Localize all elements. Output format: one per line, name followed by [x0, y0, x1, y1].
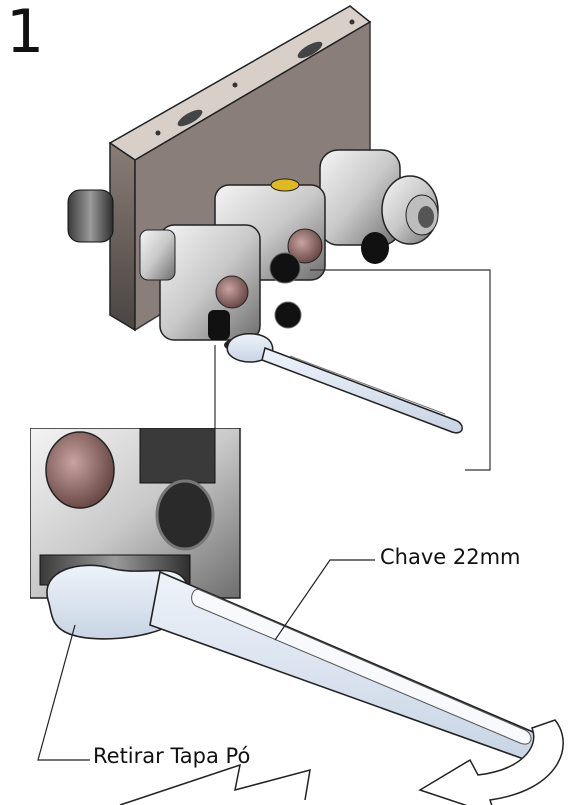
dust-cap: [45, 431, 115, 509]
rear-fitting: [67, 189, 114, 243]
right-fitting: [319, 149, 439, 264]
port: [139, 428, 216, 484]
bracket-slot: [177, 109, 203, 127]
port: [155, 479, 215, 551]
dust-cap: [215, 275, 249, 309]
direction-arrow-icon: [119, 763, 311, 805]
small-wrench: [226, 333, 463, 434]
detail-frame: [310, 269, 491, 471]
detail-view: [30, 428, 564, 805]
port: [208, 310, 230, 340]
port: [274, 301, 302, 329]
upper-assembly: [67, 5, 491, 471]
bracket-hole: [232, 82, 238, 88]
bracket-slot: [297, 41, 323, 59]
leader-wrench: [274, 559, 375, 641]
port: [269, 252, 301, 284]
bracket-hole: [349, 19, 355, 25]
step-number: 1: [6, 0, 45, 67]
yellow-ring: [270, 178, 300, 192]
bracket-hole: [155, 130, 161, 136]
leader-dust-cap: [37, 624, 90, 761]
dust-cap: [287, 228, 323, 264]
callout-wrench: Chave 22mm: [380, 545, 521, 569]
wrench-slot: [191, 588, 532, 745]
rotation-arrow-icon: [418, 719, 564, 805]
bracket-plate: [109, 141, 136, 332]
callout-dust-cap: Retirar Tapa Pó: [93, 744, 251, 768]
